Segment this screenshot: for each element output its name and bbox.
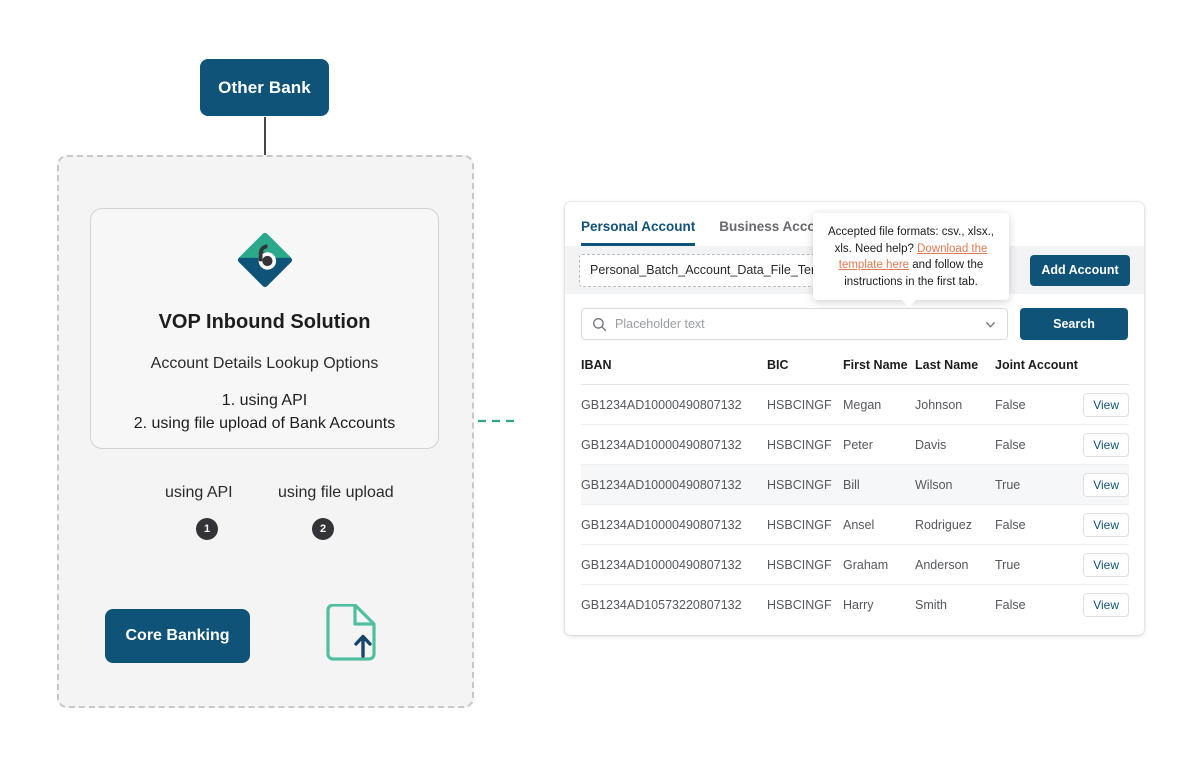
cell-actions: View (1079, 384, 1129, 425)
cell-iban: GB1234AD10000490807132 (581, 504, 767, 545)
download-template-link[interactable]: Download the template here (838, 242, 988, 272)
view-button[interactable]: View (1083, 592, 1129, 617)
column-header-actions (1079, 340, 1129, 385)
cell-first-name: Graham (843, 544, 915, 585)
cell-last-name: Davis (915, 424, 995, 465)
cell-joint-account: False (995, 424, 1079, 465)
branch-label-using-file-upload: using file upload (278, 484, 394, 501)
view-button[interactable]: View (1083, 552, 1129, 577)
file-format-tooltip: Accepted file formats: csv., xlsx., xls.… (813, 213, 1009, 307)
core-banking-label: Core Banking (125, 627, 230, 644)
column-header-iban: IBAN (581, 340, 767, 385)
file-upload-toolbar: Accepted file formats: csv., xlsx., xls.… (565, 213, 1144, 307)
view-button[interactable]: View (1083, 472, 1129, 497)
tab-business-account[interactable]: Business Account (719, 219, 837, 234)
vop-option-2: 2. using file upload of Bank Accounts (133, 415, 396, 432)
vop-subtitle: Account Details Lookup Options (150, 355, 379, 372)
brand-diamond-b-logo-icon (237, 232, 292, 288)
accounts-table: IBAN BIC First Name Last Name Joint Acco… (581, 340, 1129, 624)
accounts-panel: Personal Account Business Account Accept… (565, 202, 1144, 635)
other-bank-label: Other Bank (218, 77, 311, 97)
cell-actions: View (1079, 464, 1129, 505)
tooltip-line-2-prefix: Need help? (855, 242, 918, 255)
cell-last-name: Smith (915, 597, 947, 612)
selected-file-name: Personal_Batch_Account_Data_File_Templat… (590, 263, 867, 277)
cell-last-name: Rodriguez (915, 504, 995, 545)
tooltip-line-2-suffix: and follow the instructions in the first… (844, 259, 984, 288)
cell-iban: GB1234AD10000490807132 (581, 424, 767, 465)
architecture-diagram: Other Bank VOP Inbound Solution Account … (0, 0, 520, 761)
column-header-bic: BIC (767, 340, 843, 385)
search-button[interactable]: Search (1020, 308, 1128, 340)
cell-bic: HSBCINGF (767, 597, 832, 612)
step-badge-2: 2 (312, 518, 334, 540)
chevron-down-icon[interactable] (984, 318, 997, 331)
cell-first-name: Megan (843, 384, 915, 425)
tooltip-line-1: Accepted file formats: csv., xlsx., xls. (828, 226, 994, 255)
vop-option-1: 1. using API (221, 392, 308, 409)
column-header-last-name: Last Name (915, 340, 995, 385)
cell-first-name: Ansel (843, 504, 915, 545)
cell-actions: View (1079, 544, 1129, 585)
cell-iban: GB1234AD10000490807132 (581, 384, 767, 425)
table-header-row: IBAN BIC First Name Last Name Joint Acco… (581, 340, 1129, 385)
tab-personal-account[interactable]: Personal Account (581, 219, 696, 246)
cell-bic: HSBCINGF (767, 424, 843, 465)
table-row: GB1234AD10573220807132 HSBCINGF Harry Smith… (581, 585, 1129, 625)
search-icon (593, 317, 607, 331)
core-banking-node: Core Banking (105, 609, 250, 663)
search-placeholder-text: Placeholder text (615, 317, 705, 331)
search-toolbar: Placeholder text Search (565, 294, 1144, 340)
account-type-tabs: Personal Account Business Account (565, 202, 1144, 246)
column-header-first-name: First Name (843, 340, 915, 385)
cell-joint-account: False (995, 384, 1079, 425)
vop-inbound-solution-card: VOP Inbound Solution Account Details Loo… (90, 208, 439, 449)
view-button[interactable]: View (1083, 432, 1129, 457)
cell-iban: GB1234AD10573220807132 (581, 597, 742, 612)
cell-joint-account: True (995, 544, 1079, 585)
branch-label-using-api: using API (165, 484, 233, 501)
cell-joint-account: False (995, 597, 1026, 612)
cell-last-name: Johnson (915, 384, 995, 425)
cell-bic: HSBCINGF (767, 464, 843, 505)
cell-bic: HSBCINGF (767, 504, 843, 545)
add-account-button[interactable]: Add Account (1030, 254, 1130, 286)
cell-bic: HSBCINGF (767, 384, 843, 425)
cell-bic: HSBCINGF (767, 544, 843, 585)
cell-first-name: Bill (843, 464, 915, 505)
view-button[interactable]: View (1083, 392, 1129, 417)
cell-joint-account: False (995, 504, 1079, 545)
vop-options: 1. using API 2. using file upload of Ban… (91, 389, 438, 435)
other-bank-node: Other Bank (200, 59, 329, 116)
cell-actions: View (1079, 504, 1129, 545)
cell-actions: View (1079, 424, 1129, 465)
cell-last-name: Anderson (915, 544, 995, 585)
cell-last-name: Wilson (915, 464, 995, 505)
cell-iban: GB1234AD10000490807132 (581, 464, 767, 505)
cell-first-name: Peter (843, 424, 915, 465)
step-badge-1: 1 (196, 518, 218, 540)
cell-first-name: Harry (843, 597, 874, 612)
view-button[interactable]: View (1083, 512, 1129, 537)
vop-title: VOP Inbound Solution (158, 311, 371, 333)
file-upload-icon (326, 604, 376, 661)
cell-actions: View (1079, 585, 1129, 625)
cell-iban: GB1234AD10000490807132 (581, 544, 767, 585)
cell-joint-account: True (995, 464, 1079, 505)
search-input[interactable]: Placeholder text (581, 308, 1008, 340)
column-header-joint-account: Joint Account (995, 340, 1079, 385)
